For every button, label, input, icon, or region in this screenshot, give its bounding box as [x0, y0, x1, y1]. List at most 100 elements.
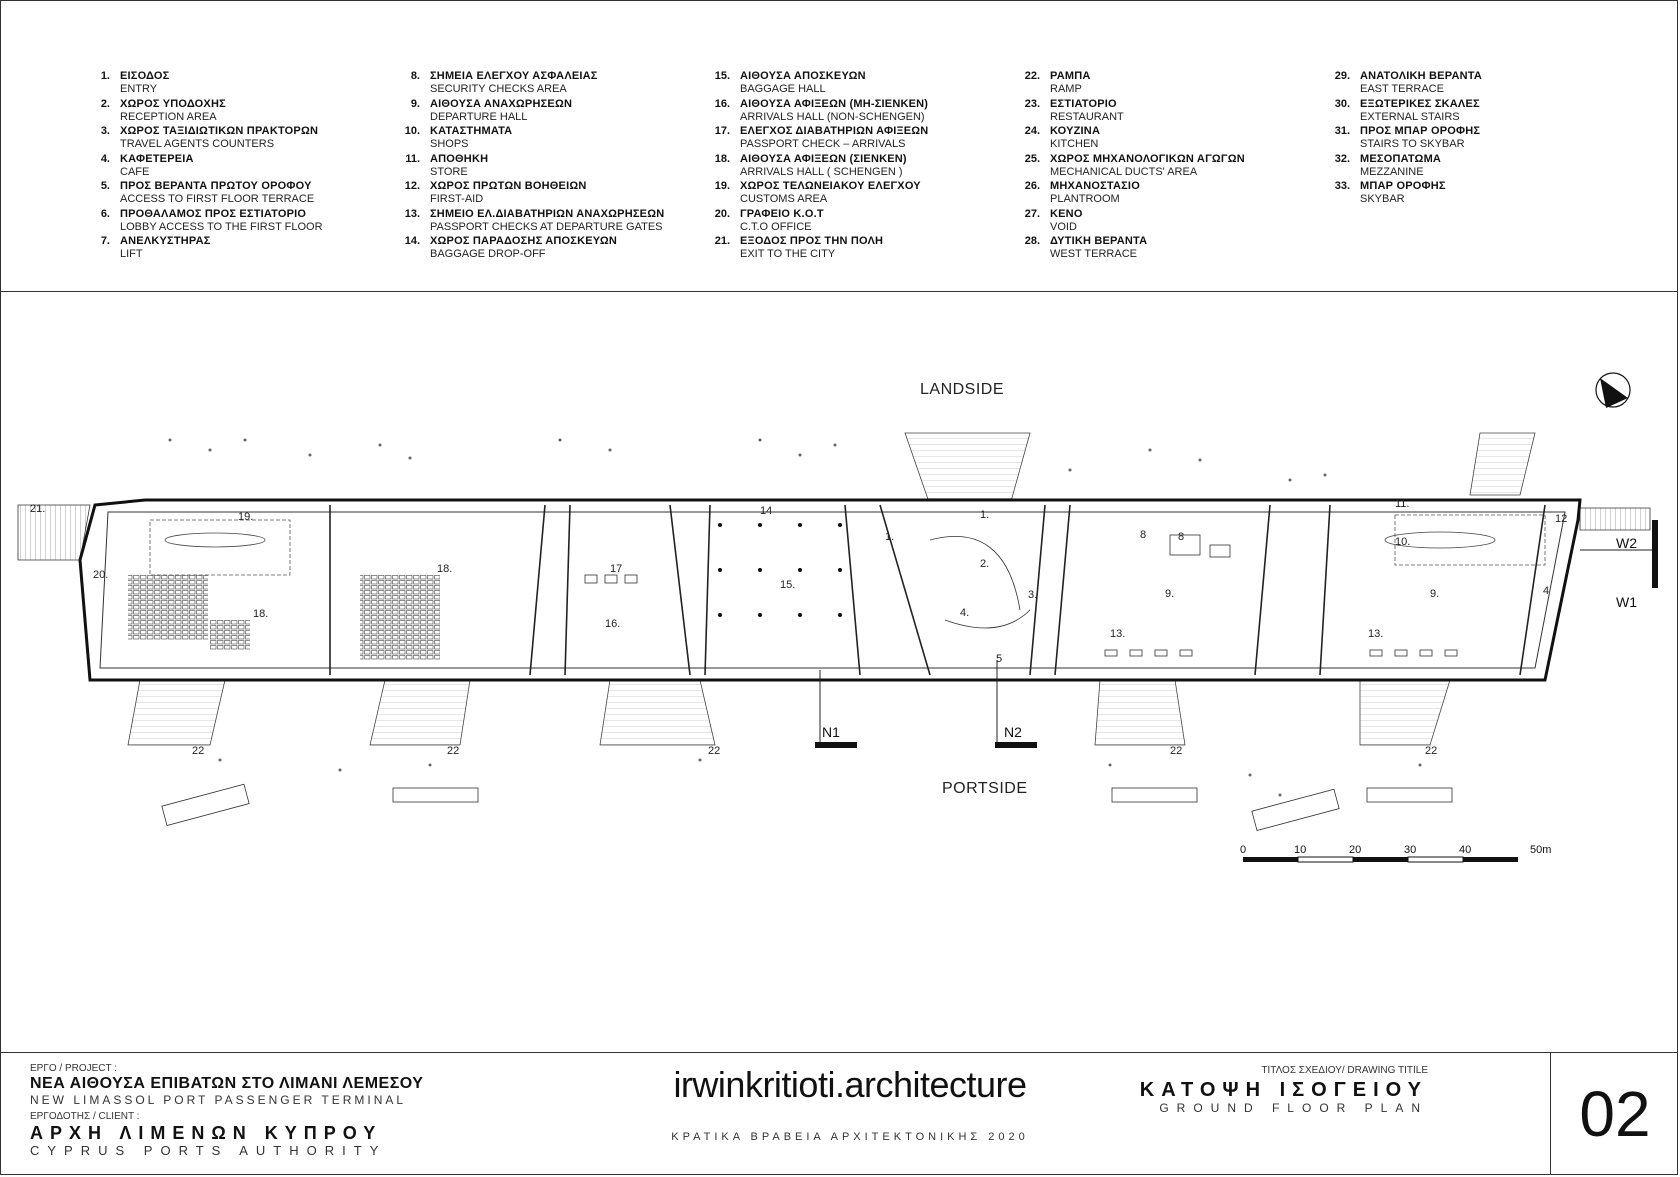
- reception-curve: [929, 536, 1021, 611]
- portside-ramp: [1359, 679, 1451, 746]
- room-label: 20.: [93, 569, 108, 581]
- landscape-dots: [168, 438, 1422, 797]
- project-label: ΕΡΓΟ / PROJECT :: [30, 1063, 118, 1074]
- section-label-n1: N1: [822, 724, 840, 740]
- ramp-label: 22: [708, 745, 720, 757]
- reception-curve: [944, 609, 1031, 629]
- room-label: 1.: [885, 531, 894, 543]
- legend-item: 18.ΑΙΘΟΥΣΑ ΑΦΙΞΕΩΝ (ΣΙΕΝΚΕΝ)ARRIVALS HAL…: [714, 152, 907, 178]
- legend-item: 16.ΑΙΘΟΥΣΑ ΑΦΙΞΕΩΝ (ΜΗ-ΣΙΕΝΚΕΝ)ARRIVALS …: [714, 97, 929, 123]
- baggage-hall-columns: [718, 523, 842, 617]
- office-logo: irwinkritioti.architecture: [673, 1064, 1027, 1105]
- client-name-greek: ΑΡΧΗ ΛΙΜΕΝΩΝ ΚΥΠΡΟΥ: [30, 1123, 383, 1143]
- skybar-zone: [1394, 514, 1546, 566]
- section-bar-n1: [815, 742, 857, 748]
- room-label: 9.: [1165, 588, 1174, 600]
- room-label: 11.: [1395, 498, 1409, 510]
- room-label: 10.: [1395, 536, 1410, 548]
- room-label: 5: [996, 653, 1002, 665]
- room-label: 15.: [780, 579, 795, 591]
- scale-tick: 30: [1404, 844, 1416, 856]
- exit-walkway-east: [1579, 507, 1651, 531]
- portside-ramp: [127, 679, 226, 746]
- room-label: 9.: [1430, 588, 1439, 600]
- ramp-label: 22: [447, 745, 459, 757]
- seating-block: [360, 575, 440, 660]
- exit-walkway-west: [17, 504, 91, 561]
- landside-label: LANDSIDE: [920, 381, 1005, 398]
- customs-belt: [164, 532, 266, 548]
- scale-tick: 40: [1459, 844, 1471, 856]
- client-label: ΕΡΓΟΔΟΤΗΣ / CLIENT :: [30, 1111, 140, 1122]
- scale-tick: 20: [1349, 844, 1361, 856]
- portside-ramp: [599, 679, 716, 746]
- section-label-w1: W1: [1616, 594, 1637, 610]
- room-label: 4: [1543, 585, 1549, 597]
- section-bar-n2: [995, 742, 1037, 748]
- portside-label: PORTSIDE: [942, 780, 1028, 797]
- room-label: 13.: [1110, 628, 1125, 640]
- room-label: 3.: [1028, 589, 1037, 601]
- ramp-label: 22: [1425, 745, 1437, 757]
- room-label: 12: [1555, 513, 1567, 525]
- terminal-inner-wall: [99, 511, 1566, 669]
- section-bar-w1: [1652, 548, 1658, 588]
- office-block: irwinkritioti.architecture ΚΡΑΤΙΚΑ ΒΡΑΒΕ…: [630, 1063, 1070, 1143]
- scale-tick: 10: [1294, 844, 1306, 856]
- room-label: 2.: [980, 558, 989, 570]
- award-caption: ΚΡΑΤΙΚΑ ΒΡΑΒΕΙΑ ΑΡΧΙΤΕΚΤΟΝΙΚΗΣ 2020: [671, 1131, 1029, 1143]
- room-label: 18.: [253, 608, 268, 620]
- ramp-label: 22: [1170, 745, 1182, 757]
- project-name-greek: ΝΕΑ ΑΙΘΟΥΣΑ ΕΠΙΒΑΤΩΝ ΣΤΟ ΛΙΜΑΝΙ ΛΕΜΕΣΟΥ: [30, 1075, 424, 1092]
- drawing-title-english: GROUND FLOOR PLAN: [1159, 1101, 1428, 1115]
- vehicle: [392, 787, 479, 803]
- customs-area: [149, 519, 291, 576]
- section-label-n2: N2: [1004, 724, 1022, 740]
- floor-plan-drawing: 21. 19. 18. 20. 18. 17 16. 14 15. 1. 1. …: [17, 372, 1658, 863]
- client-name-english: CYPRUS PORTS AUTHORITY: [30, 1143, 387, 1158]
- vehicle: [1251, 788, 1340, 832]
- passport-booths: [584, 534, 1458, 657]
- scale-bar: [1243, 856, 1518, 863]
- landside-ramp: [904, 432, 1031, 506]
- shop-island: [1384, 531, 1496, 549]
- drawing-title-greek: ΚΑΤΟΨΗ ΙΣΟΓΕΙΟΥ: [1139, 1079, 1428, 1101]
- room-label: 8: [1140, 529, 1146, 541]
- north-arrow-icon: [1595, 372, 1631, 408]
- vehicle: [161, 783, 250, 827]
- portside-ramp: [1094, 679, 1186, 746]
- seating-block: [128, 575, 208, 640]
- sheet-number: 02: [1550, 1053, 1679, 1175]
- room-label: 18.: [437, 563, 452, 575]
